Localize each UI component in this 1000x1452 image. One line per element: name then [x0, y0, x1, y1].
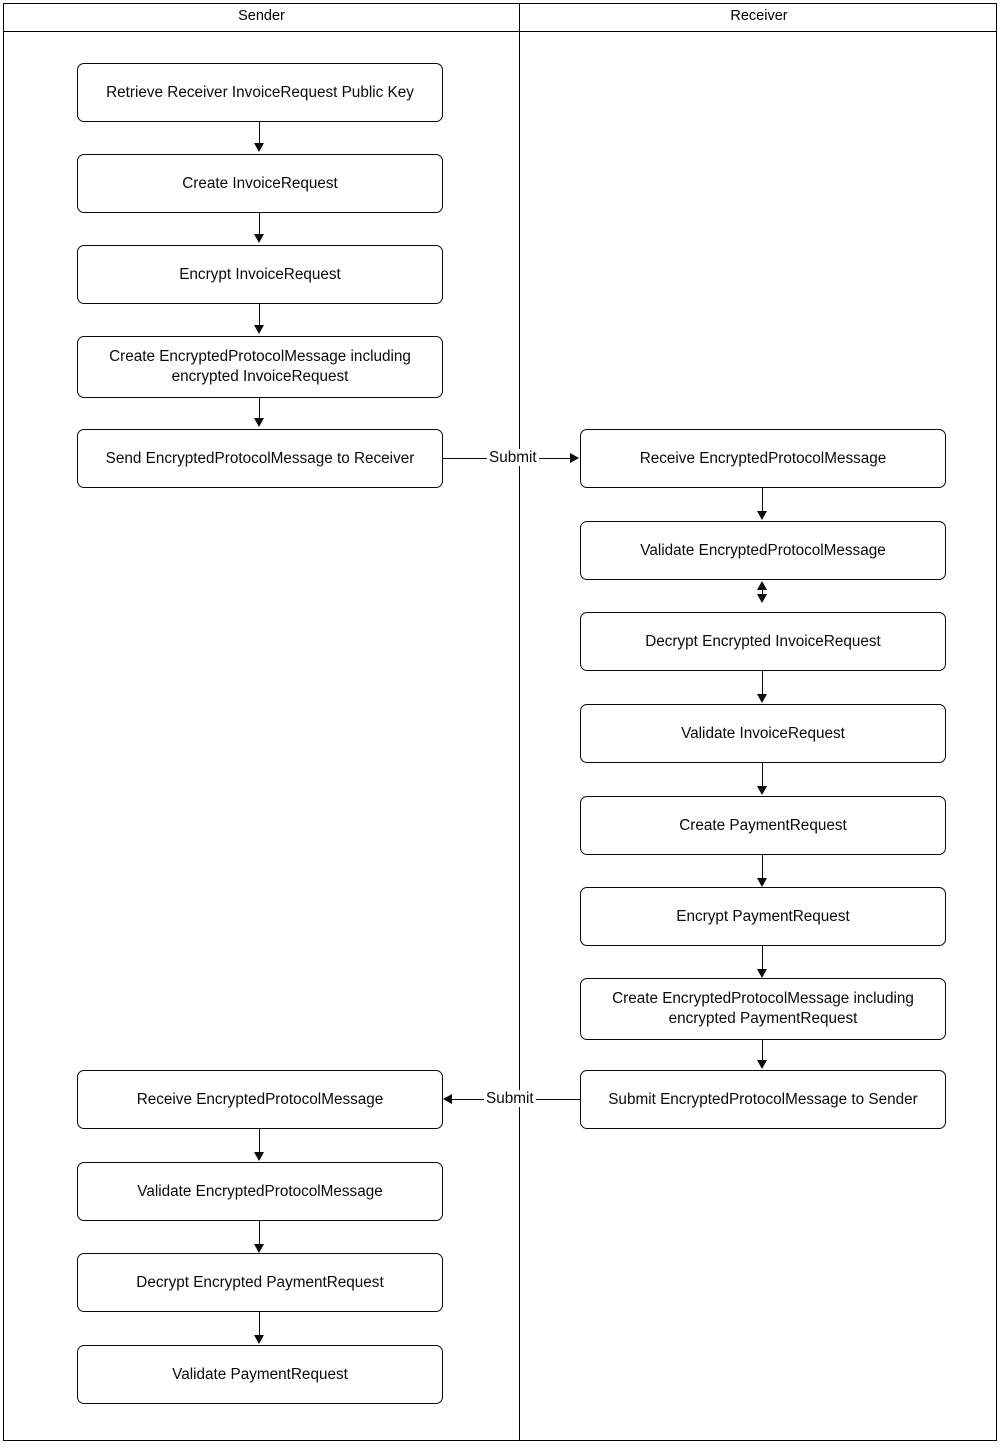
lane-header-separator [3, 31, 997, 32]
connector-s1-s2 [259, 122, 260, 143]
arrowhead-s6-s7-icon [254, 1152, 264, 1161]
arrowhead-r6-r7-icon [757, 969, 767, 978]
arrowhead-s2-s3-icon [254, 234, 264, 243]
arrowhead-r2-r3-icon [757, 594, 767, 603]
connector-r6-r7 [762, 946, 763, 969]
connector-r7-r8 [762, 1040, 763, 1060]
node-submit-encryptedprotocolmessage-to-sender[interactable]: Submit EncryptedProtocolMessage to Sende… [580, 1070, 946, 1129]
lane-title-sender: Sender [238, 8, 285, 24]
arrowhead-r8-s6-icon [443, 1094, 452, 1104]
connector-s2-s3 [259, 213, 260, 234]
connector-r3-r4 [762, 671, 763, 694]
node-validate-paymentrequest[interactable]: Validate PaymentRequest [77, 1345, 443, 1404]
arrowhead-s1-s2-icon [254, 143, 264, 152]
node-label: Receive EncryptedProtocolMessage [639, 449, 887, 467]
node-encrypt-paymentrequest[interactable]: Encrypt PaymentRequest [580, 887, 946, 946]
arrowhead-r3-r4-icon [757, 694, 767, 703]
node-decrypt-encrypted-invoicerequest[interactable]: Decrypt Encrypted InvoiceRequest [580, 612, 946, 671]
lane-title-receiver: Receiver [730, 8, 788, 24]
node-label: Submit EncryptedProtocolMessage to Sende… [608, 1090, 918, 1108]
connector-r5-r6 [762, 855, 763, 878]
lane-divider [519, 3, 520, 1441]
node-label: Create EncryptedProtocolMessage includin… [612, 990, 914, 1027]
node-decrypt-encrypted-paymentrequest[interactable]: Decrypt Encrypted PaymentRequest [77, 1253, 443, 1312]
connector-s4-s5 [259, 398, 260, 418]
edge-label-submit-to-sender: Submit [484, 1090, 536, 1107]
connector-s7-s8 [259, 1221, 260, 1244]
node-label: Decrypt Encrypted InvoiceRequest [645, 632, 881, 650]
edge-label-submit-to-receiver: Submit [487, 449, 539, 466]
arrowhead-r4-r5-icon [757, 786, 767, 795]
node-create-invoicerequest[interactable]: Create InvoiceRequest [77, 154, 443, 213]
arrowhead-r7-r8-icon [757, 1060, 767, 1069]
node-receive-encryptedprotocolmessage-receiver[interactable]: Receive EncryptedProtocolMessage [580, 429, 946, 488]
node-label: Validate InvoiceRequest [681, 724, 845, 742]
node-label: Validate EncryptedProtocolMessage [640, 541, 886, 559]
arrowhead-r3-r2-icon [757, 581, 767, 590]
node-validate-encryptedprotocolmessage-sender[interactable]: Validate EncryptedProtocolMessage [77, 1162, 443, 1221]
node-label: Retrieve Receiver InvoiceRequest Public … [106, 83, 414, 101]
node-create-encryptedprotocolmessage-paymentrequest[interactable]: Create EncryptedProtocolMessage includin… [580, 978, 946, 1040]
node-retrieve-receiver-public-key[interactable]: Retrieve Receiver InvoiceRequest Public … [77, 63, 443, 122]
node-label: Receive EncryptedProtocolMessage [136, 1090, 384, 1108]
node-create-paymentrequest[interactable]: Create PaymentRequest [580, 796, 946, 855]
node-label: Create EncryptedProtocolMessage includin… [109, 348, 411, 385]
arrowhead-s4-s5-icon [254, 418, 264, 427]
node-label: Encrypt InvoiceRequest [179, 265, 341, 283]
node-validate-invoicerequest[interactable]: Validate InvoiceRequest [580, 704, 946, 763]
arrowhead-s8-s9-icon [254, 1335, 264, 1344]
node-validate-encryptedprotocolmessage-receiver[interactable]: Validate EncryptedProtocolMessage [580, 521, 946, 580]
swimlane-frame [3, 3, 997, 1441]
connector-r2-r3 [762, 590, 763, 595]
node-encrypt-invoicerequest[interactable]: Encrypt InvoiceRequest [77, 245, 443, 304]
node-label: Encrypt PaymentRequest [676, 907, 850, 925]
arrowhead-s3-s4-icon [254, 325, 264, 334]
connector-r1-r2 [762, 488, 763, 511]
node-label: Create PaymentRequest [679, 816, 847, 834]
node-send-encryptedprotocolmessage-to-receiver[interactable]: Send EncryptedProtocolMessage to Receive… [77, 429, 443, 488]
node-create-encryptedprotocolmessage-invoicerequest[interactable]: Create EncryptedProtocolMessage includin… [77, 336, 443, 398]
arrowhead-r5-r6-icon [757, 878, 767, 887]
arrowhead-s5-r1-icon [570, 453, 579, 463]
node-receive-encryptedprotocolmessage-sender[interactable]: Receive EncryptedProtocolMessage [77, 1070, 443, 1129]
arrowhead-s7-s8-icon [254, 1244, 264, 1253]
connector-s3-s4 [259, 304, 260, 325]
connector-s6-s7 [259, 1129, 260, 1152]
node-label: Decrypt Encrypted PaymentRequest [136, 1273, 384, 1291]
node-label: Send EncryptedProtocolMessage to Receive… [105, 449, 415, 467]
connector-r4-r5 [762, 763, 763, 786]
connector-s8-s9 [259, 1312, 260, 1335]
arrowhead-r1-r2-icon [757, 511, 767, 520]
node-label: Create InvoiceRequest [182, 174, 338, 192]
node-label: Validate EncryptedProtocolMessage [137, 1182, 383, 1200]
node-label: Validate PaymentRequest [172, 1365, 348, 1383]
